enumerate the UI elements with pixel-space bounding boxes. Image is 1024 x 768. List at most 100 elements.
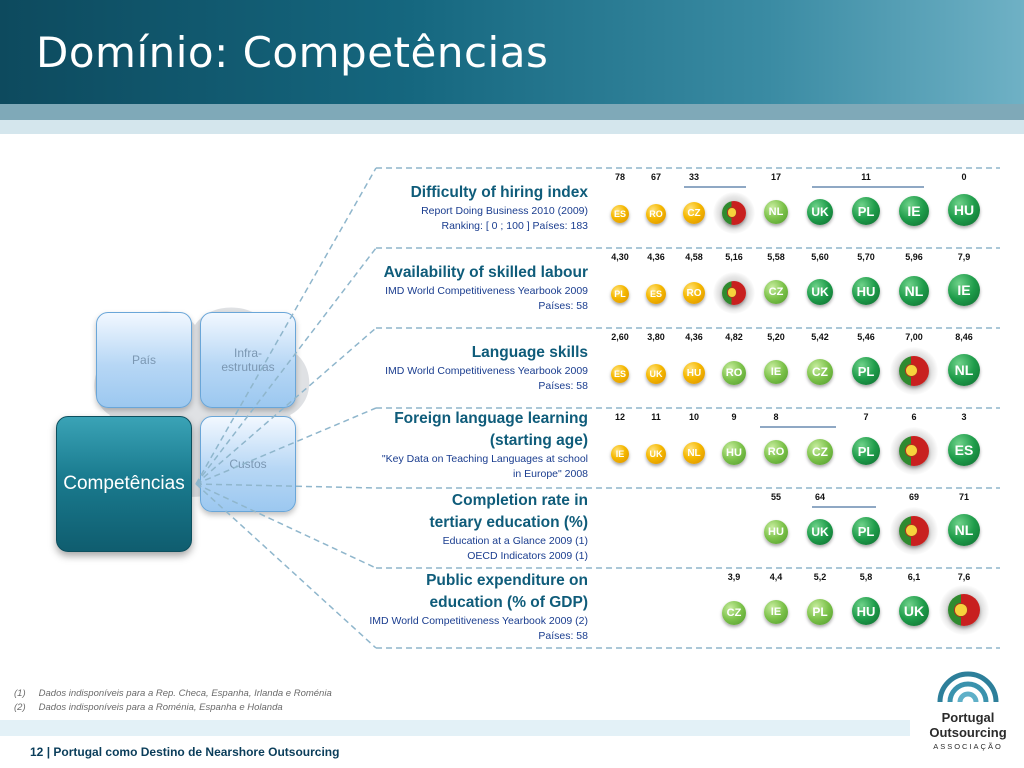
data-value-label: 6,1 [907,572,921,582]
footnote-2: (2) Dados indisponíveis para a Roménia, … [14,702,332,716]
country-ball-uk: UK [807,278,833,305]
country-ball-hu: HU [764,520,788,544]
tile-pais-label: País [131,353,156,367]
country-ball-cz: CZ [722,600,746,625]
row-source: IMD World Competitiveness Yearbook 2009 [385,365,588,377]
header-band [0,104,1024,120]
row-source: Países: 58 [538,380,588,392]
logo-text-associacao: ASSOCIAÇÃO [933,742,1003,751]
portugal-emblem-icon [904,444,918,457]
page-number: 12 [30,745,44,759]
country-ball-ie: IE [764,360,788,384]
data-value-label: 5,8 [859,572,873,582]
country-ball-nl: NL [948,514,980,546]
country-ball-pl: PL [807,598,833,625]
range-bar [812,506,876,508]
country-ball-uk: UK [646,443,666,464]
row-title: tertiary education (%) [429,514,588,531]
portugal-flag-icon [722,280,746,305]
country-ball-nl: NL [764,200,788,224]
row-title: Difficulty of hiring index [410,184,588,201]
country-ball-cz: CZ [807,358,833,385]
data-value-label: 67 [650,172,661,182]
data-value-label: 5,96 [905,252,923,262]
data-value-label: 71 [958,492,969,502]
data-value-label: 11 [651,412,661,422]
country-ball-pl: PL [852,197,880,225]
country-ball-ie: IE [764,600,788,624]
country-ball-es: ES [611,205,629,223]
row-title: Foreign language learning [394,410,588,427]
data-value-label: 2,60 [611,332,629,342]
footer-band [0,720,910,736]
footnote-2-text: Dados indisponíveis para a Roménia, Espa… [38,702,283,713]
portugal-flag-icon [899,355,929,386]
data-value-label: 69 [908,492,919,502]
portugal-flag-icon [948,594,980,626]
country-ball-uk: UK [807,518,833,545]
data-value-label: 4,4 [769,572,783,582]
portugal-flag-icon [899,515,929,546]
tile-custos: Custos [200,416,296,512]
data-value-label: 5,42 [811,332,829,342]
row-source: OECD Indicators 2009 (1) [467,550,588,562]
data-value-label: 8,46 [955,332,973,342]
country-ball-ie: IE [948,274,980,306]
country-ball-ro: RO [646,203,666,224]
data-value-label: 5,58 [767,252,785,262]
footnote-1: (1) Dados indisponíveis para a Rep. Chec… [14,688,332,702]
country-ball-ro: RO [683,282,705,304]
data-value-label: 7 [863,412,869,422]
range-bar [684,186,746,188]
footer-text: 12 | Portugal como Destino de Nearshore … [30,745,339,759]
portugal-emblem-icon [726,287,738,298]
data-value-label: 78 [614,172,625,182]
footer-title: | Portugal como Destino de Nearshore Out… [46,745,340,759]
row-title: Language skills [471,344,588,361]
footnote-1-text: Dados indisponíveis para a Rep. Checa, E… [38,688,332,699]
data-value-label: 7,6 [957,572,971,582]
portugal-emblem-icon [726,207,738,218]
portugal-emblem-icon [904,364,918,377]
country-ball-ie: IE [899,195,929,226]
data-value-label: 64 [814,492,825,502]
data-value-label: 5,16 [725,252,743,262]
country-ball-es: ES [646,283,666,304]
country-ball-hu: HU [948,194,980,226]
tile-infraestruturas: Infra- estruturas [200,312,296,408]
data-value-label: 5,46 [857,332,875,342]
country-ball-hu: HU [683,362,705,384]
row-title: (starting age) [489,432,588,449]
footer-bar [0,736,1024,768]
data-value-label: 10 [688,412,699,422]
data-value-label: 4,36 [685,332,703,342]
country-ball-ro: RO [722,360,746,385]
data-value-label: 9 [731,412,737,422]
country-ball-ro: RO [764,440,788,464]
tile-competencias: Competências [56,416,192,552]
row-source: Report Doing Business 2010 (2009) [421,205,588,217]
header-band-light [0,120,1024,134]
portugal-emblem-icon [904,524,918,537]
row-source: in Europe" 2008 [513,468,588,480]
country-ball-nl: NL [683,442,705,464]
logo-arcs-icon [937,671,999,703]
header-bar: Domínio: Competências [0,0,1024,104]
country-ball-cz: CZ [683,202,705,224]
country-ball-uk: UK [646,363,666,384]
range-bar [760,426,836,428]
page-title: Domínio: Competências [36,28,549,77]
country-ball-nl: NL [899,275,929,306]
country-ball-hu: HU [852,277,880,305]
country-ball-uk: UK [807,198,833,225]
logo-text-portugal: Portugal [941,710,995,725]
row-source: Ranking: [ 0 ; 100 ] Países: 183 [441,220,588,232]
data-value-label: 7,00 [905,332,923,342]
data-value-label: 4,58 [685,252,703,262]
country-ball-cz: CZ [807,438,833,465]
portugal-flag-icon [722,200,746,225]
country-ball-uk: UK [899,595,929,626]
row-source: IMD World Competitiveness Yearbook 2009 … [369,615,588,627]
country-ball-cz: CZ [764,280,788,304]
data-value-label: 5,70 [857,252,875,262]
